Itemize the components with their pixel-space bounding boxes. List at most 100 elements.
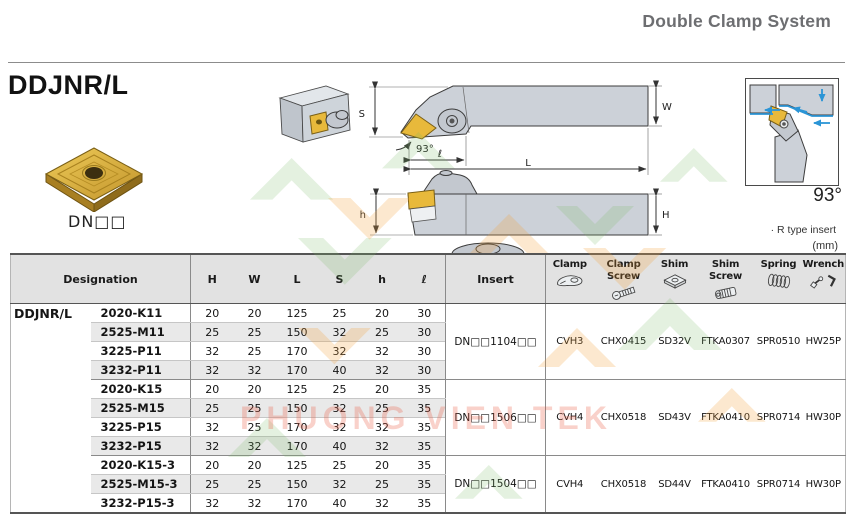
- dim-cell: 25: [318, 379, 361, 399]
- dim-header-el: ℓ: [403, 254, 446, 304]
- spec-table: Designation H W L S h ℓ Insert Clamp: [10, 253, 846, 514]
- dim-cell: 20: [233, 303, 276, 323]
- designation-cell: 3225-P11: [90, 341, 191, 361]
- insert-photo: [44, 147, 144, 212]
- accessory-cell: CHX0415: [593, 303, 654, 380]
- dim-cell: 170: [275, 493, 319, 514]
- accessory-cell: CVH4: [545, 455, 594, 514]
- accessory-cell: CHX0518: [593, 379, 654, 456]
- dim-cell: 150: [275, 398, 319, 418]
- wrench-header: Wrench: [801, 254, 846, 304]
- dim-cell: 40: [318, 436, 361, 456]
- clamp-screw-header: Clamp Screw: [593, 254, 654, 304]
- accessory-cell: CHX0518: [593, 455, 654, 514]
- dim-cell: 25: [233, 474, 276, 494]
- designation-header: Designation: [10, 254, 191, 304]
- accessory-cell: SD32V: [653, 303, 696, 380]
- dim-cell: 35: [403, 436, 446, 456]
- accessory-cell: SPR0714: [755, 455, 802, 514]
- dim-cell: 40: [318, 493, 361, 514]
- spec-table-header: Designation H W L S h ℓ Insert Clamp: [10, 254, 846, 304]
- r-type-note: · R type insert: [770, 224, 836, 236]
- dim-cell: 32: [233, 436, 276, 456]
- designation-cell: 3232-P15: [90, 436, 191, 456]
- shim-screw-header: Shim Screw: [695, 254, 756, 304]
- accessory-cell: HW25P: [801, 303, 846, 380]
- dim-cell: 25: [360, 474, 404, 494]
- dim-cell: 30: [403, 360, 446, 380]
- dim-cell: 20: [190, 379, 234, 399]
- accessory-cell: CVH3: [545, 303, 594, 380]
- dim-cell: 32: [360, 417, 404, 437]
- dim-cell: 20: [190, 303, 234, 323]
- dim-header-h: h: [360, 254, 404, 304]
- unit-label: (mm): [812, 240, 838, 252]
- dim-cell: 35: [403, 417, 446, 437]
- series-cell: DDJNR/L: [10, 303, 91, 513]
- insert-code-cell: DN□□1504□□: [445, 455, 546, 514]
- header-divider: [8, 62, 845, 63]
- dim-cell: 25: [233, 398, 276, 418]
- side-view: h H: [360, 170, 670, 236]
- dim-label-el: ℓ: [438, 149, 442, 160]
- dim-cell: 35: [403, 493, 446, 514]
- designation-cell: 2020-K15-3: [90, 455, 191, 475]
- application-diagram-drawing: [749, 84, 834, 183]
- dim-cell: 20: [360, 379, 404, 399]
- dim-label-S: S: [359, 109, 365, 120]
- designation-cell: 3225-P15: [90, 417, 191, 437]
- tool-shank: [774, 129, 808, 183]
- top-view: S W 93° ℓ L: [359, 80, 672, 175]
- clamp-screw-header-label: Clamp Screw: [606, 259, 641, 282]
- dim-cell: 32: [360, 341, 404, 361]
- system-title: Double Clamp System: [642, 11, 831, 31]
- dim-cell: 25: [190, 398, 234, 418]
- dim-cell: 25: [318, 455, 361, 475]
- workpiece-right: [778, 84, 834, 116]
- dim-cell: 35: [403, 398, 446, 418]
- accessory-cell: FTKA0410: [695, 379, 756, 456]
- dim-cell: 32: [190, 417, 234, 437]
- dim-cell: 150: [275, 474, 319, 494]
- designation-cell: 3232-P15-3: [90, 493, 191, 514]
- dim-cell: 125: [275, 303, 319, 323]
- clamp-screw-icon: [611, 286, 635, 300]
- insert-code-cell: DN□□1506□□: [445, 379, 546, 456]
- dim-cell: 32: [360, 436, 404, 456]
- accessory-cell: SPR0510: [755, 303, 802, 380]
- dim-cell: 32: [360, 360, 404, 380]
- designation-cell: 2525-M11: [90, 322, 191, 342]
- clamp-header-label: Clamp: [552, 259, 587, 270]
- designation-cell: 2525-M15: [90, 398, 191, 418]
- pictorial-head-view: [278, 85, 351, 143]
- shim-icon: [662, 274, 687, 289]
- dim-cell: 25: [233, 417, 276, 437]
- dim-cell: 20: [360, 303, 404, 323]
- dim-cell: 32: [190, 436, 234, 456]
- dim-cell: 25: [233, 322, 276, 342]
- dim-label-H: H: [662, 210, 670, 221]
- shim-screw-header-label: Shim Screw: [708, 259, 743, 282]
- designation-cell: 2020-K11: [90, 303, 191, 323]
- accessory-cell: SD44V: [653, 455, 696, 514]
- dim-cell: 125: [275, 455, 319, 475]
- dim-cell: 30: [403, 322, 446, 342]
- application-diagram: [745, 78, 839, 186]
- dim-cell: 20: [360, 455, 404, 475]
- accessory-cell: CVH4: [545, 379, 594, 456]
- dim-cell: 170: [275, 341, 319, 361]
- feed-arrows: [764, 89, 830, 127]
- accessory-cell: HW30P: [801, 379, 846, 456]
- dim-cell: 25: [190, 322, 234, 342]
- product-title: DDJNR/L: [8, 70, 129, 100]
- spring-icon: [767, 273, 790, 289]
- designation-cell: 2525-M15-3: [90, 474, 191, 494]
- angle-label-drawing: 93°: [416, 144, 434, 155]
- accessory-cell: FTKA0307: [695, 303, 756, 380]
- dim-cell: 32: [190, 360, 234, 380]
- technical-drawing: S W 93° ℓ L: [278, 80, 672, 254]
